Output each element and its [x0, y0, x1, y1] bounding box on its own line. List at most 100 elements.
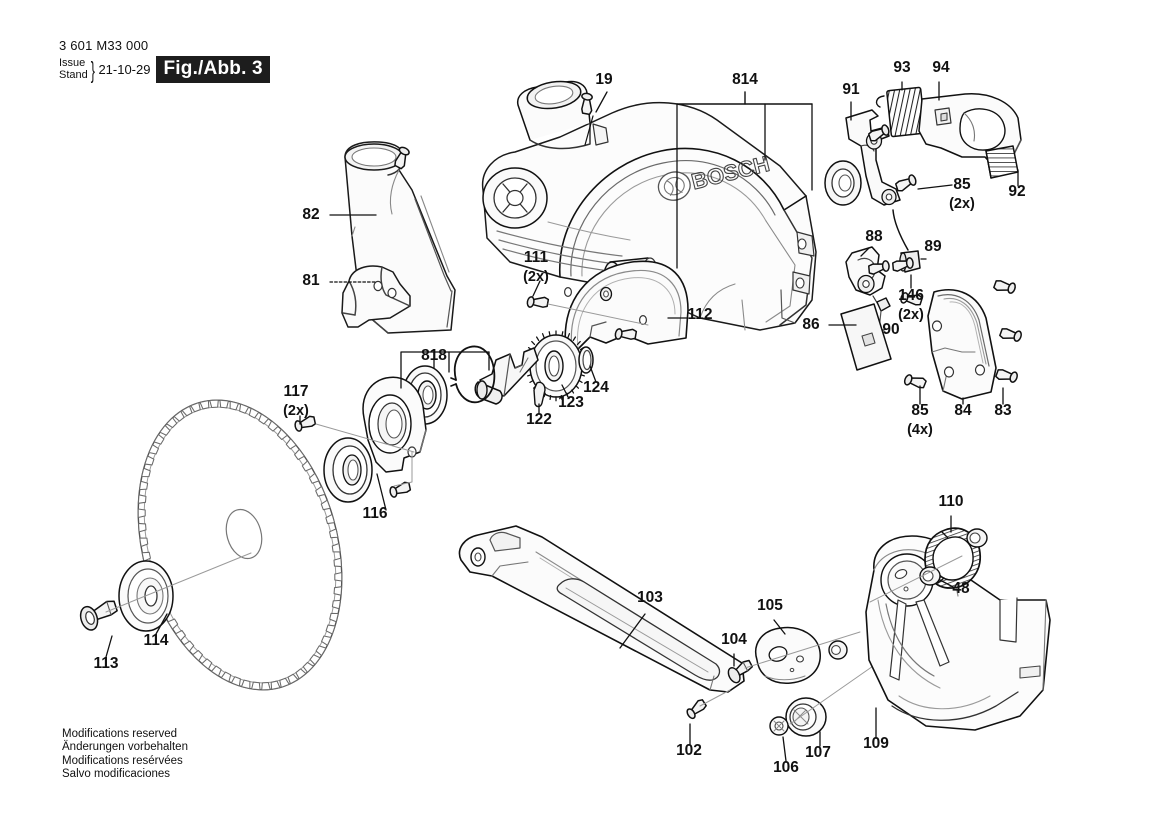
blade-tooth: [258, 413, 270, 425]
blade-tooth: [294, 448, 305, 461]
blade-tooth: [308, 472, 320, 484]
part-86-plate: [840, 303, 892, 371]
callout-111-qty: (2x): [523, 269, 549, 285]
callout-117-qty: (2x): [283, 403, 309, 419]
callout-94: 94: [932, 59, 950, 76]
blade-tooth: [209, 399, 219, 408]
callout-146: 146: [898, 287, 924, 304]
blade-tooth: [240, 679, 251, 690]
part-84-curved-cover: [927, 289, 997, 400]
screw-84-top: [992, 276, 1018, 297]
leader-106: [782, 736, 787, 762]
leader-123: [561, 384, 569, 398]
part-818-shaft-group: [362, 345, 539, 473]
part-113-arbor-bolt: [79, 600, 118, 631]
callout-105: 105: [757, 597, 783, 614]
brace-glyph: }: [90, 56, 95, 83]
part-104-bolt: [727, 659, 754, 684]
part-112-inner-guard: [563, 260, 689, 353]
part-105-cam-plate: [755, 626, 821, 684]
callout-123: 123: [558, 394, 584, 411]
blade-tooth: [229, 400, 240, 411]
bearing-housing-right: [824, 160, 862, 206]
callout-91: 91: [842, 81, 860, 98]
bearing-116-outer: [323, 437, 373, 503]
callout-114: 114: [143, 632, 168, 649]
blade-tooth: [141, 551, 151, 562]
blade-tooth: [201, 658, 213, 670]
callout-122: 122: [526, 411, 552, 428]
screw-117-2: [388, 480, 412, 499]
blade-tooth: [301, 460, 313, 472]
blade-tooth: [267, 420, 279, 432]
leader-103: [619, 613, 646, 649]
blade-tooth: [329, 612, 339, 623]
leader-19: [595, 91, 608, 113]
blade-tooth: [137, 494, 147, 504]
blade-tooth: [153, 433, 165, 445]
screw-85b-left: [902, 371, 928, 392]
blade-tooth: [329, 528, 339, 539]
leader-113: [105, 635, 113, 658]
blade-tooth: [287, 673, 299, 685]
blade-tooth: [183, 640, 195, 652]
blade-tooth: [315, 645, 327, 657]
blade-tooth: [137, 522, 147, 533]
callout-107: 107: [805, 744, 831, 761]
callout-85a-qty: (2x): [949, 196, 975, 212]
leader-124: [589, 365, 597, 383]
callout-106: 106: [773, 759, 799, 776]
callout-112: 112: [687, 306, 712, 323]
callout-117: 117: [283, 383, 308, 400]
part-88-clamp: [845, 246, 886, 307]
leader-114: [155, 613, 168, 635]
blade-tooth: [230, 676, 241, 687]
leader-111: [532, 280, 541, 297]
callout-124: 124: [583, 379, 609, 396]
blade-tooth: [320, 499, 331, 511]
axis-110: [869, 555, 963, 603]
screw-85a-2: [893, 173, 919, 193]
part-90-pin: [876, 297, 891, 331]
footer-line-es: Salvo modificaciones: [62, 768, 171, 781]
axis-105: [744, 631, 861, 669]
blade-tooth: [210, 665, 222, 677]
callout-102: 102: [676, 742, 702, 759]
callout-110: 110: [938, 493, 963, 510]
screw-84-right: [998, 324, 1024, 345]
callout-bracket-814: [676, 91, 813, 269]
callout-814: 814: [732, 71, 758, 88]
blade-tooth: [148, 444, 159, 455]
blade-tooth: [190, 402, 201, 413]
blade-tooth: [192, 649, 204, 662]
part-103-pivot-arm: [458, 525, 745, 693]
leader-116: [376, 473, 387, 511]
part-number: 3 601 M33 000: [59, 38, 149, 53]
issue-label: Issue: [59, 57, 86, 69]
blade-tooth: [219, 399, 229, 409]
bushing-109-left: [828, 640, 848, 660]
callout-83: 83: [994, 402, 1012, 419]
blade-tooth: [285, 438, 297, 450]
blade-tooth: [167, 618, 179, 630]
blade-tooth: [175, 629, 186, 642]
saw-blade: [137, 399, 343, 691]
callout-109: 109: [863, 735, 889, 752]
footer-line-en: Modifications reserved: [62, 728, 178, 740]
blade-tooth: [144, 455, 155, 466]
callout-84: 84: [954, 402, 972, 419]
blade-tooth: [248, 407, 260, 419]
callout-48: 48: [952, 580, 970, 597]
blade-tooth: [239, 403, 250, 414]
blade-tooth: [315, 485, 326, 497]
part-106-washer: [769, 716, 789, 736]
blade-tooth: [295, 668, 307, 680]
blade-tooth: [137, 508, 146, 518]
leader-19-b: [584, 115, 594, 146]
part-48-bushing-a: [966, 528, 988, 548]
leader-88: [860, 247, 870, 257]
blade-tooth: [279, 677, 290, 688]
blade-tooth: [302, 661, 314, 673]
